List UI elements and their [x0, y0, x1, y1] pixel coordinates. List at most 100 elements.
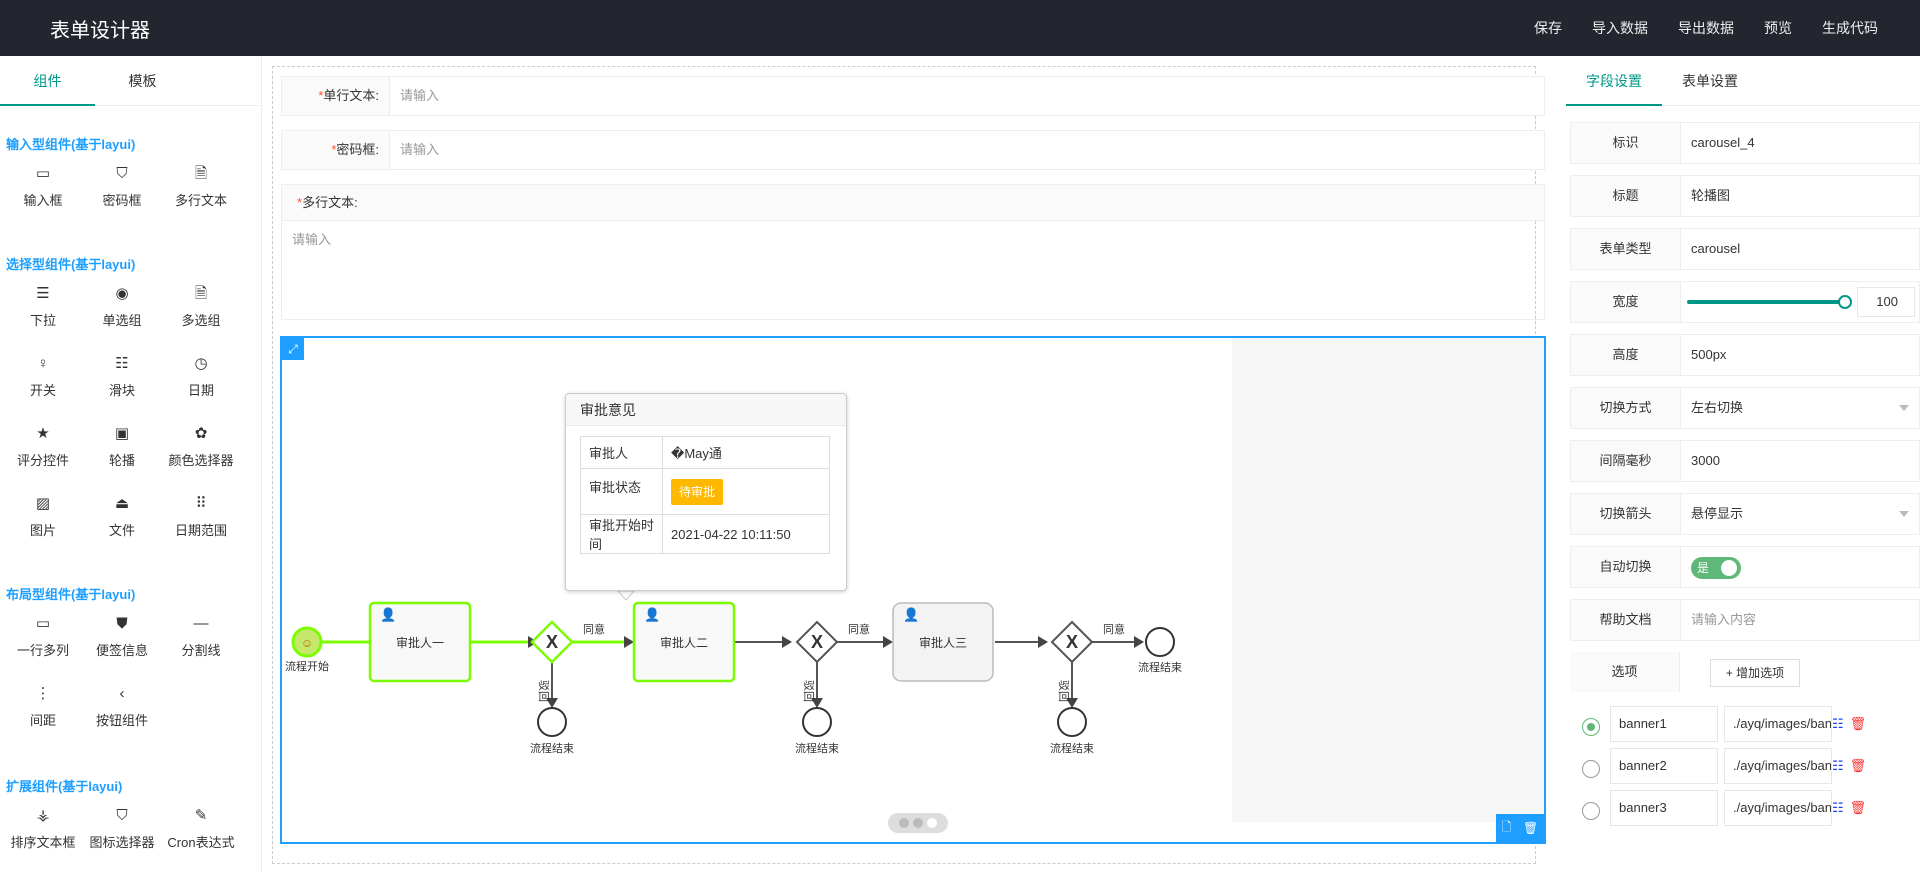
- component-sort[interactable]: ⚶排序文本框: [3, 806, 83, 851]
- gateway-node[interactable]: [530, 620, 574, 664]
- approver2-node[interactable]: [632, 601, 736, 683]
- component-button[interactable]: ‹按钮组件: [82, 684, 162, 729]
- id-input[interactable]: carousel_4: [1691, 135, 1755, 150]
- sliders-icon[interactable]: ☷: [1832, 716, 1844, 731]
- export-data-button[interactable]: 导出数据: [1678, 20, 1734, 36]
- gateway-node[interactable]: [795, 620, 839, 664]
- option-radio[interactable]: [1582, 802, 1600, 820]
- indicator-dot[interactable]: [913, 818, 923, 828]
- component-file[interactable]: ⏏文件: [82, 494, 162, 539]
- interval-input[interactable]: 3000: [1691, 453, 1720, 468]
- component-switch[interactable]: ♀开关: [3, 354, 83, 399]
- autoplay-toggle[interactable]: 是: [1691, 557, 1741, 579]
- user-icon: 👤: [903, 607, 919, 622]
- delete-icon[interactable]: 🗑: [1849, 758, 1867, 773]
- width-slider[interactable]: [1687, 300, 1843, 304]
- component-carousel[interactable]: ▣轮播: [82, 424, 162, 469]
- option-radio[interactable]: [1582, 760, 1600, 778]
- form-row-password[interactable]: *密码框: 请输入: [281, 130, 1545, 170]
- component-image[interactable]: ▨图片: [3, 494, 83, 539]
- sliders-icon[interactable]: ☷: [1832, 758, 1844, 773]
- component-iconpicker[interactable]: ⛉图标选择器: [82, 806, 162, 851]
- component-divider[interactable]: —分割线: [161, 614, 241, 659]
- copy-icon[interactable]: 🗋: [1501, 819, 1512, 834]
- component-daterange[interactable]: ⠿日期范围: [161, 494, 241, 539]
- option-row: banner2 ./ayq/images/banner2.jpg ☷ 🗑: [1564, 748, 1920, 786]
- option-name-input[interactable]: banner3: [1610, 790, 1718, 826]
- component-cron[interactable]: ✎Cron表达式: [161, 806, 241, 851]
- option-url-input[interactable]: ./ayq/images/banner2.jpg: [1724, 748, 1832, 784]
- component-spacing[interactable]: ⋮间距: [3, 684, 83, 729]
- single-text-input[interactable]: 请输入: [400, 88, 440, 103]
- anim-select[interactable]: 左右切换: [1691, 400, 1744, 415]
- end-node[interactable]: [1057, 707, 1087, 737]
- generate-code-button[interactable]: 生成代码: [1822, 20, 1878, 36]
- component-slider[interactable]: ☷滑块: [82, 354, 162, 399]
- tab-components[interactable]: 组件: [0, 56, 95, 106]
- password-input[interactable]: 请输入: [400, 142, 440, 157]
- component-input[interactable]: ▭输入框: [3, 164, 83, 209]
- option-radio[interactable]: [1582, 718, 1600, 736]
- option-url-input[interactable]: ./ayq/images/banner3.jpg: [1724, 790, 1832, 826]
- component-rate[interactable]: ★评分控件: [3, 424, 83, 469]
- width-number-input[interactable]: 100: [1857, 287, 1915, 317]
- component-checkbox[interactable]: 🗎多选组: [161, 284, 241, 329]
- end-node[interactable]: [537, 707, 567, 737]
- start-node[interactable]: [291, 626, 323, 658]
- indicator-dot-active[interactable]: [927, 818, 937, 828]
- prop-title: 标题轮播图: [1570, 175, 1920, 217]
- help-input[interactable]: 请输入内容: [1691, 612, 1757, 627]
- preview-button[interactable]: 预览: [1764, 20, 1792, 36]
- chevron-down-icon[interactable]: [1899, 405, 1909, 411]
- option-name-input[interactable]: banner2: [1610, 748, 1718, 784]
- form-row-single-text[interactable]: *单行文本: 请输入: [281, 76, 1545, 116]
- chevron-down-icon[interactable]: [1899, 511, 1909, 517]
- indicator-dot[interactable]: [899, 818, 909, 828]
- save-button[interactable]: 保存: [1534, 20, 1562, 36]
- option-name-input[interactable]: banner1: [1610, 706, 1718, 742]
- import-data-button[interactable]: 导入数据: [1592, 20, 1648, 36]
- option-row: banner3 ./ayq/images/banner3.jpg ☷ 🗑: [1564, 790, 1920, 828]
- textarea-input[interactable]: 请输入: [292, 232, 332, 247]
- component-password[interactable]: ⛉密码框: [82, 164, 162, 209]
- delete-icon[interactable]: 🗑: [1849, 800, 1867, 815]
- start-label: 流程开始: [285, 659, 329, 673]
- end-node[interactable]: [1145, 627, 1175, 657]
- carousel-indicators[interactable]: [888, 813, 948, 833]
- reject-label: 驳回: [537, 680, 550, 702]
- gateway-node[interactable]: [1050, 620, 1094, 664]
- option-url-input[interactable]: ./ayq/images/banner1.jpg: [1724, 706, 1832, 742]
- tab-field-settings[interactable]: 字段设置: [1566, 56, 1662, 106]
- approver3-node[interactable]: [892, 602, 994, 682]
- component-select[interactable]: ☰下拉: [3, 284, 83, 329]
- form-row-textarea[interactable]: *多行文本: 请输入: [281, 184, 1545, 320]
- tab-form-settings[interactable]: 表单设置: [1682, 73, 1738, 89]
- add-option-button[interactable]: + 增加选项: [1710, 659, 1800, 687]
- expand-icon[interactable]: ⤢: [282, 338, 304, 360]
- component-grid[interactable]: ▭一行多列: [3, 614, 83, 659]
- approval-popover: 审批意见 审批人 �May通 审批状态 待审批 审批开始时间 2021-04-2…: [565, 393, 847, 591]
- component-textarea[interactable]: 🗎多行文本: [161, 164, 241, 209]
- component-date[interactable]: ◷日期: [161, 354, 241, 399]
- start-node-icon: ☺: [301, 636, 313, 650]
- component-radio[interactable]: ◉单选组: [82, 284, 162, 329]
- popover-arrow: [616, 590, 636, 601]
- title-input[interactable]: 轮播图: [1691, 188, 1731, 203]
- component-note[interactable]: ⛊便签信息: [82, 614, 162, 659]
- type-input[interactable]: carousel: [1691, 241, 1741, 256]
- arrow-select[interactable]: 悬停显示: [1691, 506, 1744, 521]
- component-colorpicker[interactable]: ✿颜色选择器: [161, 424, 241, 469]
- sliders-icon[interactable]: ☷: [1832, 800, 1844, 815]
- width-slider-handle[interactable]: [1838, 295, 1852, 309]
- delete-icon[interactable]: 🗑: [1849, 716, 1867, 731]
- tab-templates[interactable]: 模板: [128, 73, 157, 89]
- agree-label: 同意: [848, 622, 870, 636]
- delete-icon[interactable]: 🗑: [1522, 821, 1539, 835]
- height-input[interactable]: 500px: [1691, 347, 1727, 362]
- carousel-component[interactable]: ☺ 流程开始 👤 审批人一 X 同意 驳回 流程结束 👤 审批人二 X: [280, 336, 1546, 844]
- edit-icon: ✎: [194, 807, 208, 824]
- end-node[interactable]: [802, 707, 832, 737]
- approver1-node[interactable]: [368, 601, 472, 683]
